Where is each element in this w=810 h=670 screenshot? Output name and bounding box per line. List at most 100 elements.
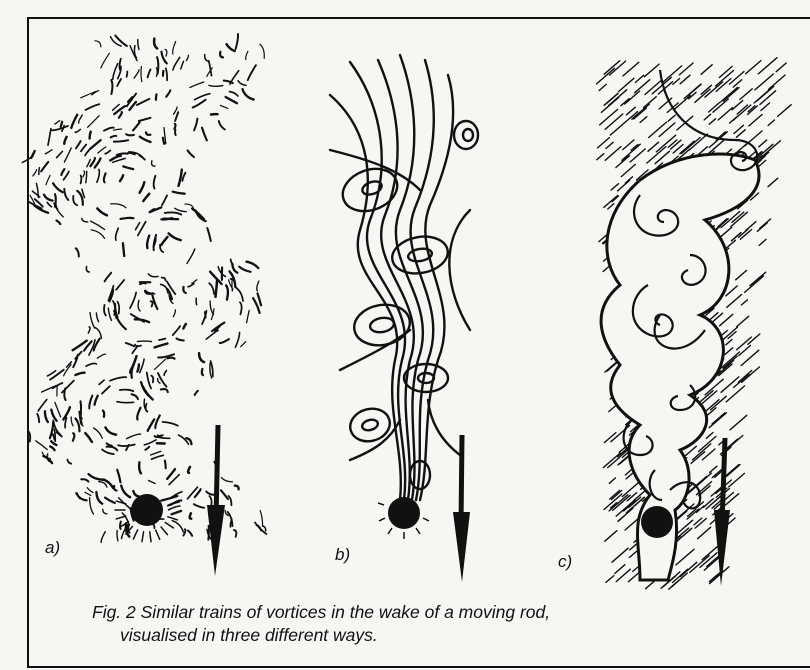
- panel-a-streak: [177, 339, 184, 341]
- panel-a-label: a): [45, 538, 60, 557]
- panel-a-streak: [132, 346, 137, 353]
- panel-a-streak: [258, 293, 262, 305]
- panel-a-streak: [97, 208, 107, 215]
- panel-a-streak: [42, 452, 50, 459]
- panel-c-hatch-stroke: [612, 548, 628, 562]
- panel-c-hatch-stroke: [741, 300, 747, 305]
- panel-c-hatch-stroke: [760, 91, 776, 105]
- panel-a-streak: [190, 82, 204, 88]
- panel-a-streak: [65, 418, 66, 428]
- panel-a-streak: [114, 140, 128, 141]
- panel-a-streak: [119, 112, 122, 118]
- panel-a-streak: [108, 308, 111, 320]
- panel-a-streak: [181, 61, 184, 69]
- panel-a-streak: [90, 132, 91, 139]
- panel-a-streak: [166, 90, 170, 97]
- panel-a-streak: [95, 41, 101, 47]
- panel-a-streak: [73, 196, 77, 205]
- panel-c-hatch-stroke: [659, 123, 675, 137]
- caption-line-2: visualised in three different ways.: [120, 625, 378, 645]
- panel-c-hatch-stroke: [760, 219, 771, 228]
- panel-a-streak: [247, 262, 259, 268]
- panel-a-streak: [205, 55, 209, 62]
- panel-a-streak: [54, 203, 63, 217]
- panel-a-streak: [234, 530, 236, 537]
- panel-a-streak: [229, 496, 232, 505]
- panel-a-streak: [55, 402, 61, 417]
- panel-a-streak: [64, 148, 71, 162]
- panel-c-hatch-stroke: [676, 549, 694, 565]
- panel-a-streak: [226, 285, 228, 299]
- panel-a-streak: [103, 509, 107, 514]
- panel-a-streak: [105, 273, 112, 282]
- panel-a-streak: [117, 531, 118, 541]
- panel-a-streak: [163, 422, 178, 426]
- panel-a-streak: [45, 411, 48, 422]
- panel-c-hatch-stroke: [719, 66, 732, 77]
- panel-c-hatch-stroke: [605, 531, 617, 542]
- panel-a-streak: [44, 195, 53, 201]
- panel-c-hatch-stroke: [605, 433, 616, 443]
- panel-a-streak: [86, 104, 100, 110]
- panel-a-streak: [123, 243, 124, 256]
- panel-c-hatch-stroke: [690, 556, 709, 573]
- panel-c-hatch-stroke: [623, 140, 634, 150]
- panel-a-streak: [149, 481, 155, 484]
- panel-a-streak: [81, 479, 88, 481]
- panel-c-hatch-stroke: [689, 134, 708, 150]
- panel-a-streak: [144, 440, 156, 445]
- panel-a-streak: [120, 390, 133, 391]
- panel-c-hatch-stroke: [726, 340, 732, 345]
- panel-a-streak: [89, 474, 105, 480]
- panel-a-streak: [260, 511, 262, 527]
- panel-a-streak: [140, 359, 144, 373]
- panel-a-streak: [50, 370, 64, 380]
- panel-c-hatch-stroke: [709, 119, 715, 124]
- panel-c-hatch-stroke: [706, 433, 713, 439]
- panel-a-streak: [221, 490, 228, 499]
- panel-a-rod-ray: [116, 516, 126, 519]
- panel-a-arrow: [207, 425, 225, 576]
- panel-a-streak: [137, 408, 140, 420]
- panel-a-streak: [175, 130, 176, 135]
- panel-a-streak: [31, 151, 35, 158]
- panel-c-hatch-stroke: [742, 367, 760, 382]
- panel-a-streak: [75, 129, 80, 132]
- panel-a-streak: [50, 446, 54, 450]
- panel-c-hatch-stroke: [734, 374, 749, 387]
- panel-a-streak: [158, 379, 160, 384]
- panel-a-streak: [186, 55, 188, 60]
- panel-c-hatch-stroke: [726, 286, 737, 296]
- panel-a-streak: [117, 317, 126, 329]
- panel-a-streak: [118, 302, 120, 314]
- panel-a-streak: [202, 128, 207, 141]
- panel-a-streak: [71, 115, 77, 128]
- panel-a-streak: [243, 89, 254, 99]
- panel-a-streak: [140, 137, 151, 142]
- panel-a-streak: [161, 52, 166, 64]
- panel-a-streak: [47, 202, 51, 207]
- panel-a-streak: [55, 121, 60, 125]
- panel-c-hatch-stroke: [732, 101, 743, 110]
- panel-a-streak: [138, 40, 139, 50]
- panel-a-streak: [85, 492, 91, 495]
- panel-a-streak: [107, 443, 112, 445]
- panel-a-streak: [96, 492, 102, 504]
- panel-a-streak: [102, 386, 110, 393]
- panel-c-hatch-stroke: [615, 565, 625, 574]
- panel-a-streak: [260, 44, 264, 58]
- panel-a-streak: [57, 151, 63, 157]
- panel-a-streak: [235, 486, 239, 490]
- panel-a-streak: [188, 531, 192, 536]
- panel-a-streak: [159, 339, 165, 340]
- panel-a-streak: [118, 445, 135, 447]
- panel-a-streak: [110, 377, 126, 381]
- panel-a-streak: [195, 94, 210, 100]
- panel-a-streak: [207, 228, 211, 241]
- panel-a-streak: [219, 121, 225, 129]
- panel-c-hatch-stroke: [769, 75, 786, 89]
- panel-c-hatch-stroke: [720, 314, 733, 326]
- panel-a-streak: [263, 526, 266, 531]
- panel-a-streak: [221, 105, 228, 108]
- panel-a-streak: [81, 176, 82, 184]
